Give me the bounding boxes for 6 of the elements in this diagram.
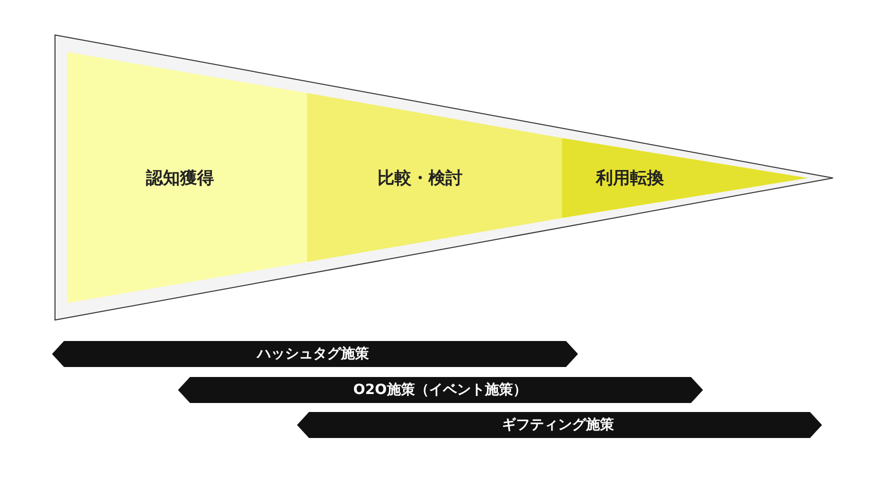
initiative-bar: ハッシュタグ施策 <box>52 341 578 367</box>
initiative-bar: O2O施策（イベント施策） <box>178 377 703 403</box>
initiative-bar: ギフティング施策 <box>297 412 822 438</box>
funnel-stage: 利用転換 <box>562 138 808 218</box>
funnel-stage: 比較・検討 <box>307 93 562 262</box>
funnel-stage: 認知獲得 <box>67 52 307 303</box>
